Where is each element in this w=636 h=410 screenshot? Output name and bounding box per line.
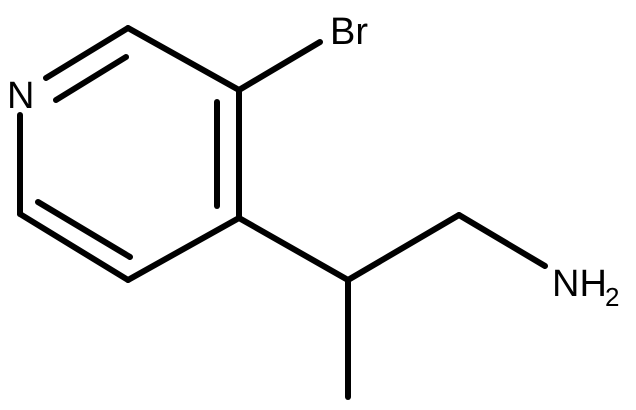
bond-c4-c5 — [125, 215, 242, 283]
bromine-label: Br — [330, 11, 368, 53]
bond-c5-c6 — [17, 211, 131, 283]
bond-n-c2 — [43, 25, 131, 81]
atom-labels: N Br NH 2 — [7, 11, 619, 312]
bond-c2-c3 — [125, 25, 242, 93]
bond-c5-c6-inner — [35, 199, 133, 260]
bond-c3-br — [236, 39, 323, 93]
bonds — [17, 25, 548, 400]
bond-ch2-n — [456, 212, 548, 269]
amine-label: NH — [552, 263, 607, 305]
amine-subscript-label: 2 — [605, 282, 619, 312]
bond-ch-ch2 — [345, 212, 462, 283]
bond-n-c2-inner — [53, 54, 129, 103]
bond-c4-ch — [236, 215, 351, 283]
nitrogen-ring-label: N — [7, 75, 34, 117]
